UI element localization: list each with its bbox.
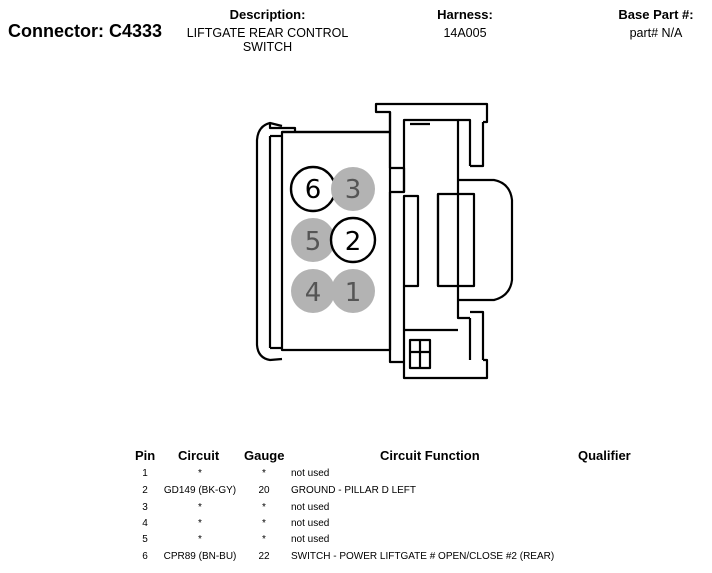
circuit-cell: * — [198, 534, 202, 545]
gauge-cell: 20 — [258, 485, 270, 496]
gauge-cell: * — [262, 502, 266, 513]
pin-cavity-6: 6 — [289, 165, 337, 213]
table-row: 5 * * not used — [0, 534, 712, 550]
base-part-block: Base Part #: part# N/A — [600, 7, 712, 40]
pin-cell: 5 — [142, 534, 148, 545]
pin-cell: 1 — [142, 468, 148, 479]
gauge-cell: 22 — [258, 551, 270, 562]
col-header-circuit: Circuit — [178, 448, 220, 463]
pin-1-label: 1 — [345, 278, 362, 308]
base-part-value: part# N/A — [629, 26, 683, 40]
connector-title: Connector: C4333 — [8, 21, 163, 41]
gauge-cell: * — [262, 534, 266, 545]
pin-cavity-3: 3 — [331, 167, 375, 211]
description-line-2: SWITCH — [242, 40, 293, 54]
circuit-cell: CPR89 (BN-BU) — [163, 551, 237, 562]
pin-cavity-4: 4 — [291, 269, 335, 313]
connector-housing — [255, 102, 514, 380]
table-row: 3 * * not used — [0, 502, 712, 518]
pin-cavity-5: 5 — [291, 218, 335, 262]
harness-value: 14A005 — [443, 26, 487, 40]
function-cell: not used — [291, 534, 330, 545]
circuit-cell: * — [198, 468, 202, 479]
function-cell: SWITCH - POWER LIFTGATE # OPEN/CLOSE #2 … — [291, 551, 555, 562]
pin-cell: 4 — [142, 518, 148, 529]
function-cell: not used — [291, 468, 330, 479]
col-header-function: Circuit Function — [380, 448, 480, 463]
gauge-cell: * — [262, 468, 266, 479]
table-row: 6 CPR89 (BN-BU) 22 SWITCH - POWER LIFTGA… — [0, 551, 712, 567]
description-label: Description: — [229, 7, 306, 22]
description-value: LIFTGATE REAR CONTROL SWITCH — [160, 26, 375, 54]
pin-5-label: 5 — [305, 227, 322, 257]
circuit-cell: * — [198, 518, 202, 529]
table-row: 4 * * not used — [0, 518, 712, 534]
table-row: 1 * * not used — [0, 468, 712, 484]
pin-cavity-2: 2 — [329, 216, 377, 264]
function-cell: not used — [291, 518, 330, 529]
function-cell: not used — [291, 502, 330, 513]
harness-block: Harness: 14A005 — [405, 7, 525, 40]
pin-cell: 6 — [142, 551, 148, 562]
pin-4-label: 4 — [305, 278, 322, 308]
pin-2-label: 2 — [345, 227, 362, 257]
pin-cell: 2 — [142, 485, 148, 496]
table-row: 2 GD149 (BK-GY) 20 GROUND - PILLAR D LEF… — [0, 485, 712, 501]
col-header-gauge: Gauge — [244, 448, 285, 463]
description-line-1: LIFTGATE REAR CONTROL — [186, 26, 349, 40]
pin-3-label: 3 — [345, 175, 362, 205]
description-block: Description: LIFTGATE REAR CONTROL SWITC… — [160, 7, 375, 54]
col-header-qualifier: Qualifier — [578, 448, 631, 463]
circuit-cell: * — [198, 502, 202, 513]
circuit-cell: GD149 (BK-GY) — [163, 485, 237, 496]
gauge-cell: * — [262, 518, 266, 529]
function-cell: GROUND - PILLAR D LEFT — [291, 485, 417, 496]
pin-6-label: 6 — [305, 175, 322, 205]
pin-cavity-1: 1 — [331, 269, 375, 313]
base-part-label: Base Part #: — [618, 7, 694, 22]
col-header-pin: Pin — [135, 448, 156, 463]
harness-label: Harness: — [437, 7, 493, 22]
pin-cell: 3 — [142, 502, 148, 513]
